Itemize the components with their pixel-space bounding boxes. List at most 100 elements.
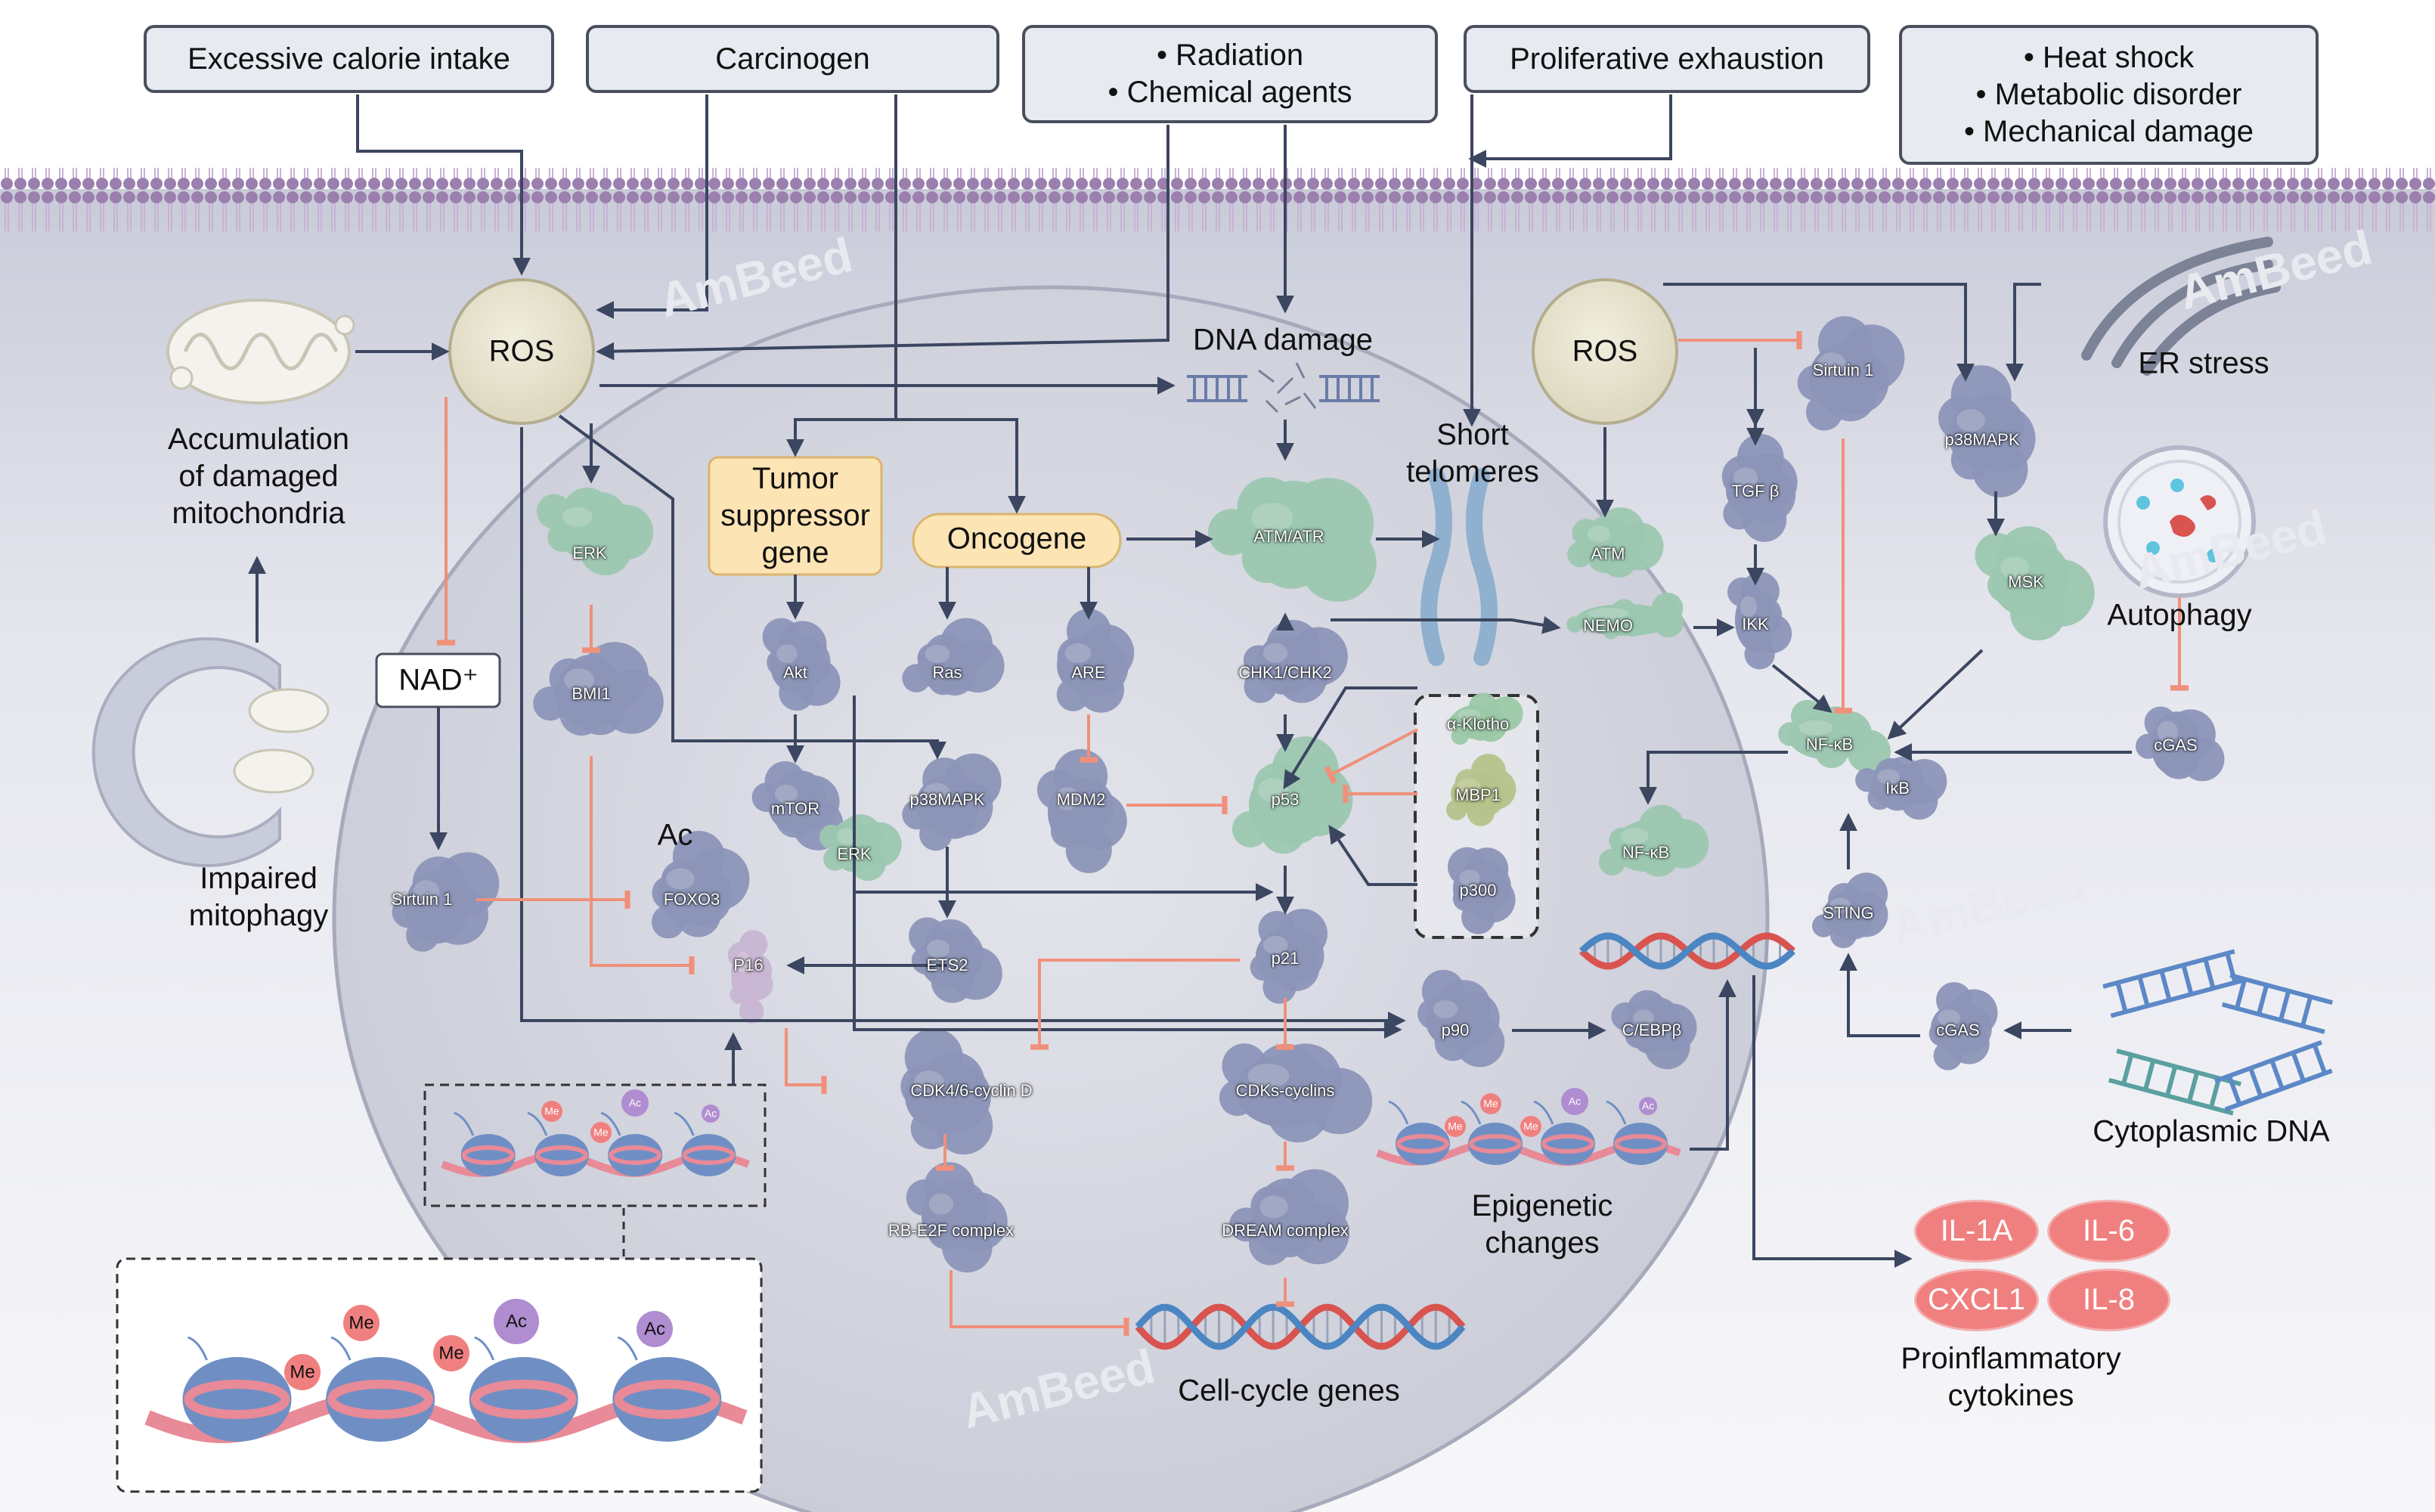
p90-blob xyxy=(1417,969,1505,1067)
protein-mbp1: MBP1 xyxy=(1455,785,1501,804)
ros-left-circle xyxy=(448,278,595,425)
protein-cdks-cyclins: CDKs-cyclins xyxy=(1235,1081,1335,1100)
activation-arrow xyxy=(558,414,946,760)
stimulus-carcinogen: Carcinogen xyxy=(586,25,999,93)
protein-p90: p90 xyxy=(1441,1021,1470,1040)
cebpb-blob xyxy=(1611,990,1697,1070)
activation-arrow xyxy=(1328,825,1417,886)
histone-mark xyxy=(284,1354,321,1390)
oncogene-pill xyxy=(912,513,1122,569)
activation-arrow xyxy=(1752,975,1913,1268)
protein-akt: Akt xyxy=(783,663,807,682)
cell-cycle-genes-label: Cell-cycle genes xyxy=(1178,1374,1400,1408)
activation-arrow xyxy=(1839,953,1920,1037)
atm-atr-blob xyxy=(1207,477,1377,603)
er-icon xyxy=(2081,237,2281,376)
er-stress-label: ER stress xyxy=(2138,346,2269,380)
cytoplasmic-dna-label: Cytoplasmic DNA xyxy=(2093,1114,2330,1148)
protein-sirtuin1-right: Sirtuin 1 xyxy=(1812,361,1874,380)
activation-arrow xyxy=(1887,649,1984,740)
chk-blob xyxy=(1243,619,1348,703)
ros-right-label: ROS xyxy=(1572,334,1638,368)
p38mapk-right-blob xyxy=(1938,365,2036,497)
methyl-mark: Me xyxy=(1483,1097,1498,1110)
cell-cycle-dna-helix xyxy=(1135,1303,1466,1350)
chromosome-icon xyxy=(1420,468,1498,666)
histone-mark xyxy=(702,1105,720,1123)
ras-blob xyxy=(902,618,1005,696)
cytokine-il8: IL-8 xyxy=(2047,1269,2170,1331)
acetyl-mark: Ac xyxy=(1641,1099,1655,1112)
damaged-dna-icon xyxy=(1187,362,1380,414)
cell-membrane xyxy=(0,168,2435,231)
methyl-mark: Me xyxy=(1523,1120,1538,1132)
nfkb-free-blob xyxy=(1598,804,1709,877)
protein-rb-e2f: RB-E2F complex xyxy=(888,1221,1015,1240)
protein-ras: Ras xyxy=(932,663,962,682)
protein-nfkb: NF-κB xyxy=(1805,735,1854,754)
protein-tgfb: TGF β xyxy=(1731,482,1780,500)
protein-cebpb: C/EBPβ xyxy=(1622,1021,1682,1040)
stimulus-radiation: • Radiation• Chemical agents xyxy=(1022,25,1438,123)
mtor-blob xyxy=(751,761,844,850)
acetyl-mark: Ac xyxy=(704,1107,717,1120)
dream-blob xyxy=(1229,1169,1349,1266)
protein-cgas-right: cGAS xyxy=(2154,736,2198,754)
acetyl-mark: Ac xyxy=(643,1318,666,1340)
protein-atm: ATM xyxy=(1591,544,1625,563)
mitochondrion-icon xyxy=(166,299,355,404)
histone-mark xyxy=(1561,1088,1588,1115)
stimulus-physical-stress: • Heat shock• Metabolic disorder• Mechan… xyxy=(1899,25,2319,165)
ets2-blob xyxy=(909,917,1002,1003)
protein-mdm2: MDM2 xyxy=(1056,790,1106,809)
oncogene-label: Oncogene xyxy=(946,522,1087,556)
protein-atm-atr: ATM/ATR xyxy=(1253,527,1324,546)
activation-arrow xyxy=(1468,94,1672,168)
protein-chk: CHK1/CHK2 xyxy=(1238,663,1332,682)
protein-p300: p300 xyxy=(1459,881,1497,900)
cdks-blob xyxy=(1219,1043,1373,1143)
protein-ets2: ETS2 xyxy=(926,956,968,974)
protein-cdk46: CDK4/6-cyclin D xyxy=(910,1081,1033,1100)
histone-mark xyxy=(1520,1116,1541,1137)
lysosome-icon xyxy=(2103,445,2256,598)
inhibition-line xyxy=(950,1270,1129,1336)
klotho-blob xyxy=(1448,692,1523,745)
histone-mark xyxy=(1639,1097,1657,1115)
protein-ikb: IκB xyxy=(1885,779,1910,798)
activation-arrow xyxy=(1690,979,1736,1151)
methyl-mark: Me xyxy=(1448,1120,1463,1132)
ikb-blob xyxy=(1855,757,1947,820)
activation-arrow xyxy=(1331,616,1561,634)
activation-arrow xyxy=(596,125,1169,361)
histone-mark xyxy=(1445,1116,1466,1137)
inhibition-line xyxy=(590,756,695,974)
protein-mtor: mTOR xyxy=(770,799,820,818)
msk-blob xyxy=(1975,525,2095,641)
protein-sting: STING xyxy=(1823,903,1874,922)
mdm2-blob xyxy=(1036,748,1127,873)
cytoplasmic-dna-icon xyxy=(2102,949,2334,1116)
mbp1-blob xyxy=(1446,754,1516,826)
autophagy-label: Autophagy xyxy=(2107,598,2252,632)
foxo3-blob xyxy=(652,830,750,939)
nad-label: NAD⁺ xyxy=(398,663,479,697)
histone-mark xyxy=(343,1305,380,1341)
histone-mark xyxy=(1480,1093,1501,1114)
ros-right-circle xyxy=(1532,278,1678,425)
inhibition-line xyxy=(1324,728,1418,785)
p38mapk-mid-blob xyxy=(902,753,1002,851)
activation-arrow xyxy=(596,94,708,319)
protein-p53: p53 xyxy=(1271,790,1300,809)
cytokine-il6: IL-6 xyxy=(2047,1200,2170,1263)
cytokine-il1a: IL-1A xyxy=(1914,1200,2039,1263)
protein-ikk: IKK xyxy=(1742,615,1769,634)
cdk46-blob xyxy=(900,1028,993,1155)
rb-e2f-blob xyxy=(906,1162,1008,1273)
p300-blob xyxy=(1447,847,1516,934)
nucleosome-chain-large xyxy=(144,1336,748,1443)
